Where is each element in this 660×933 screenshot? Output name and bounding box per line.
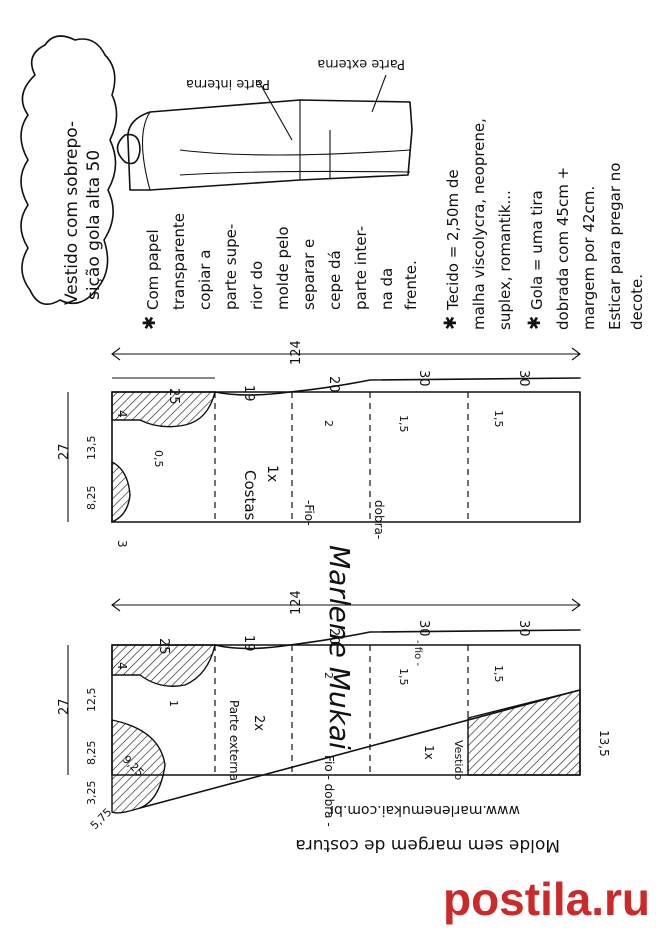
- svg-text:transparente: transparente: [170, 213, 188, 310]
- note-gola: ✱ Gola = uma tira dobrada com 45cm + mar…: [525, 163, 646, 330]
- svg-text:1,5: 1,5: [492, 665, 505, 683]
- svg-text:Fio - dobra -: Fio - dobra -: [322, 755, 336, 827]
- footer-note: Molde sem margem de costura: [295, 835, 560, 855]
- svg-text:19: 19: [241, 385, 256, 402]
- svg-text:1x: 1x: [264, 465, 280, 482]
- svg-text:Gola = uma tira: Gola = uma tira: [528, 190, 546, 310]
- svg-text:✱: ✱: [441, 316, 461, 330]
- svg-text:8,25: 8,25: [85, 486, 98, 511]
- title-cloud: [20, 35, 118, 306]
- logo-text: postila.ru: [442, 873, 650, 925]
- svg-text:- fio -: - fio -: [412, 640, 423, 666]
- svg-text:2: 2: [322, 672, 335, 679]
- svg-text:27: 27: [57, 698, 72, 715]
- dress-sketch: Parte interna Parte externa: [116, 56, 413, 191]
- piece-name-costas: Costas: [241, 470, 259, 521]
- svg-text:decote.: decote.: [628, 274, 646, 330]
- svg-text:4: 4: [115, 410, 129, 418]
- svg-text:Esticar para pregar no: Esticar para pregar no: [606, 163, 624, 330]
- svg-text:rior do: rior do: [248, 261, 266, 310]
- svg-text:30: 30: [516, 370, 531, 387]
- svg-text:1: 1: [167, 700, 180, 707]
- label-parte-interna: Parte interna: [186, 76, 270, 91]
- svg-text:8,25: 8,25: [85, 741, 98, 766]
- svg-text:parte supe-: parte supe-: [222, 224, 240, 310]
- svg-text:cepe dá: cepe dá: [326, 250, 344, 310]
- svg-text:2x: 2x: [251, 715, 266, 731]
- footer-url: www.marlenemukai.com.br: [328, 802, 520, 818]
- svg-text:12,5: 12,5: [85, 688, 98, 713]
- svg-text:25: 25: [156, 638, 171, 655]
- svg-text:13,5: 13,5: [85, 436, 98, 461]
- svg-text:1x: 1x: [422, 745, 436, 760]
- svg-text:dobrada com 45cm +: dobrada com 45cm +: [554, 167, 572, 330]
- svg-text:parte inter-: parte inter-: [352, 226, 370, 310]
- svg-text:1,5: 1,5: [492, 410, 505, 428]
- svg-text:3,25: 3,25: [85, 781, 98, 806]
- svg-text:13,5: 13,5: [597, 730, 611, 757]
- svg-text:frente.: frente.: [402, 260, 420, 310]
- svg-text:4: 4: [115, 662, 129, 670]
- svg-text:1,5: 1,5: [397, 415, 410, 433]
- svg-text:1,5: 1,5: [397, 668, 410, 686]
- note-papel: ✱ Com papel transparente copiar a parte …: [140, 213, 420, 330]
- svg-text:separar e: separar e: [300, 239, 318, 310]
- svg-text:Tecido = 2,50m de: Tecido = 2,50m de: [444, 169, 462, 311]
- postila-logo: postila.ru: [440, 868, 650, 926]
- svg-text:copiar a: copiar a: [196, 250, 214, 310]
- svg-text:na da: na da: [378, 268, 396, 310]
- svg-text:Vestido: Vestido: [452, 740, 465, 781]
- svg-text:20: 20: [326, 376, 341, 393]
- pattern-costas: 124 25 19 20 30 30 4 27 13,5 8,25 3 0,5 …: [57, 340, 581, 548]
- svg-text:30: 30: [416, 620, 431, 637]
- svg-text:malha viscolycra, neoprene,: malha viscolycra, neoprene,: [470, 118, 488, 330]
- svg-text:3: 3: [115, 540, 129, 548]
- svg-text:suplex, romantik...: suplex, romantik...: [496, 190, 514, 330]
- svg-text:dobra-: dobra-: [372, 500, 386, 539]
- svg-text:30: 30: [516, 620, 531, 637]
- svg-text:Com papel: Com papel: [144, 229, 162, 310]
- svg-text:0,5: 0,5: [152, 450, 165, 468]
- label-parte-externa: Parte externa: [317, 56, 405, 71]
- svg-text:2: 2: [322, 420, 335, 427]
- title-line-2: sição gola alta 50: [84, 150, 104, 300]
- svg-text:27: 27: [57, 443, 72, 460]
- svg-text:✱: ✱: [525, 316, 545, 330]
- svg-text:✱: ✱: [140, 316, 160, 330]
- svg-text:-Fio-: -Fio-: [302, 500, 316, 526]
- note-tecido: ✱ Tecido = 2,50m de malha viscolycra, ne…: [441, 118, 514, 330]
- signature: Marlene Mukai: [323, 545, 356, 750]
- svg-text:25: 25: [166, 388, 181, 405]
- svg-text:margem por 42cm.: margem por 42cm.: [580, 186, 598, 330]
- svg-text:20: 20: [326, 628, 341, 645]
- svg-text:19: 19: [241, 635, 256, 652]
- svg-text:30: 30: [416, 370, 431, 387]
- svg-text:5,75: 5,75: [88, 806, 115, 833]
- svg-text:124: 124: [289, 590, 304, 615]
- svg-text:124: 124: [289, 340, 304, 365]
- piece-name-frente: Parte externa: [227, 700, 241, 781]
- title-line-1: Vestido com sobrepo-: [62, 121, 82, 305]
- svg-text:molde pelo: molde pelo: [274, 226, 292, 310]
